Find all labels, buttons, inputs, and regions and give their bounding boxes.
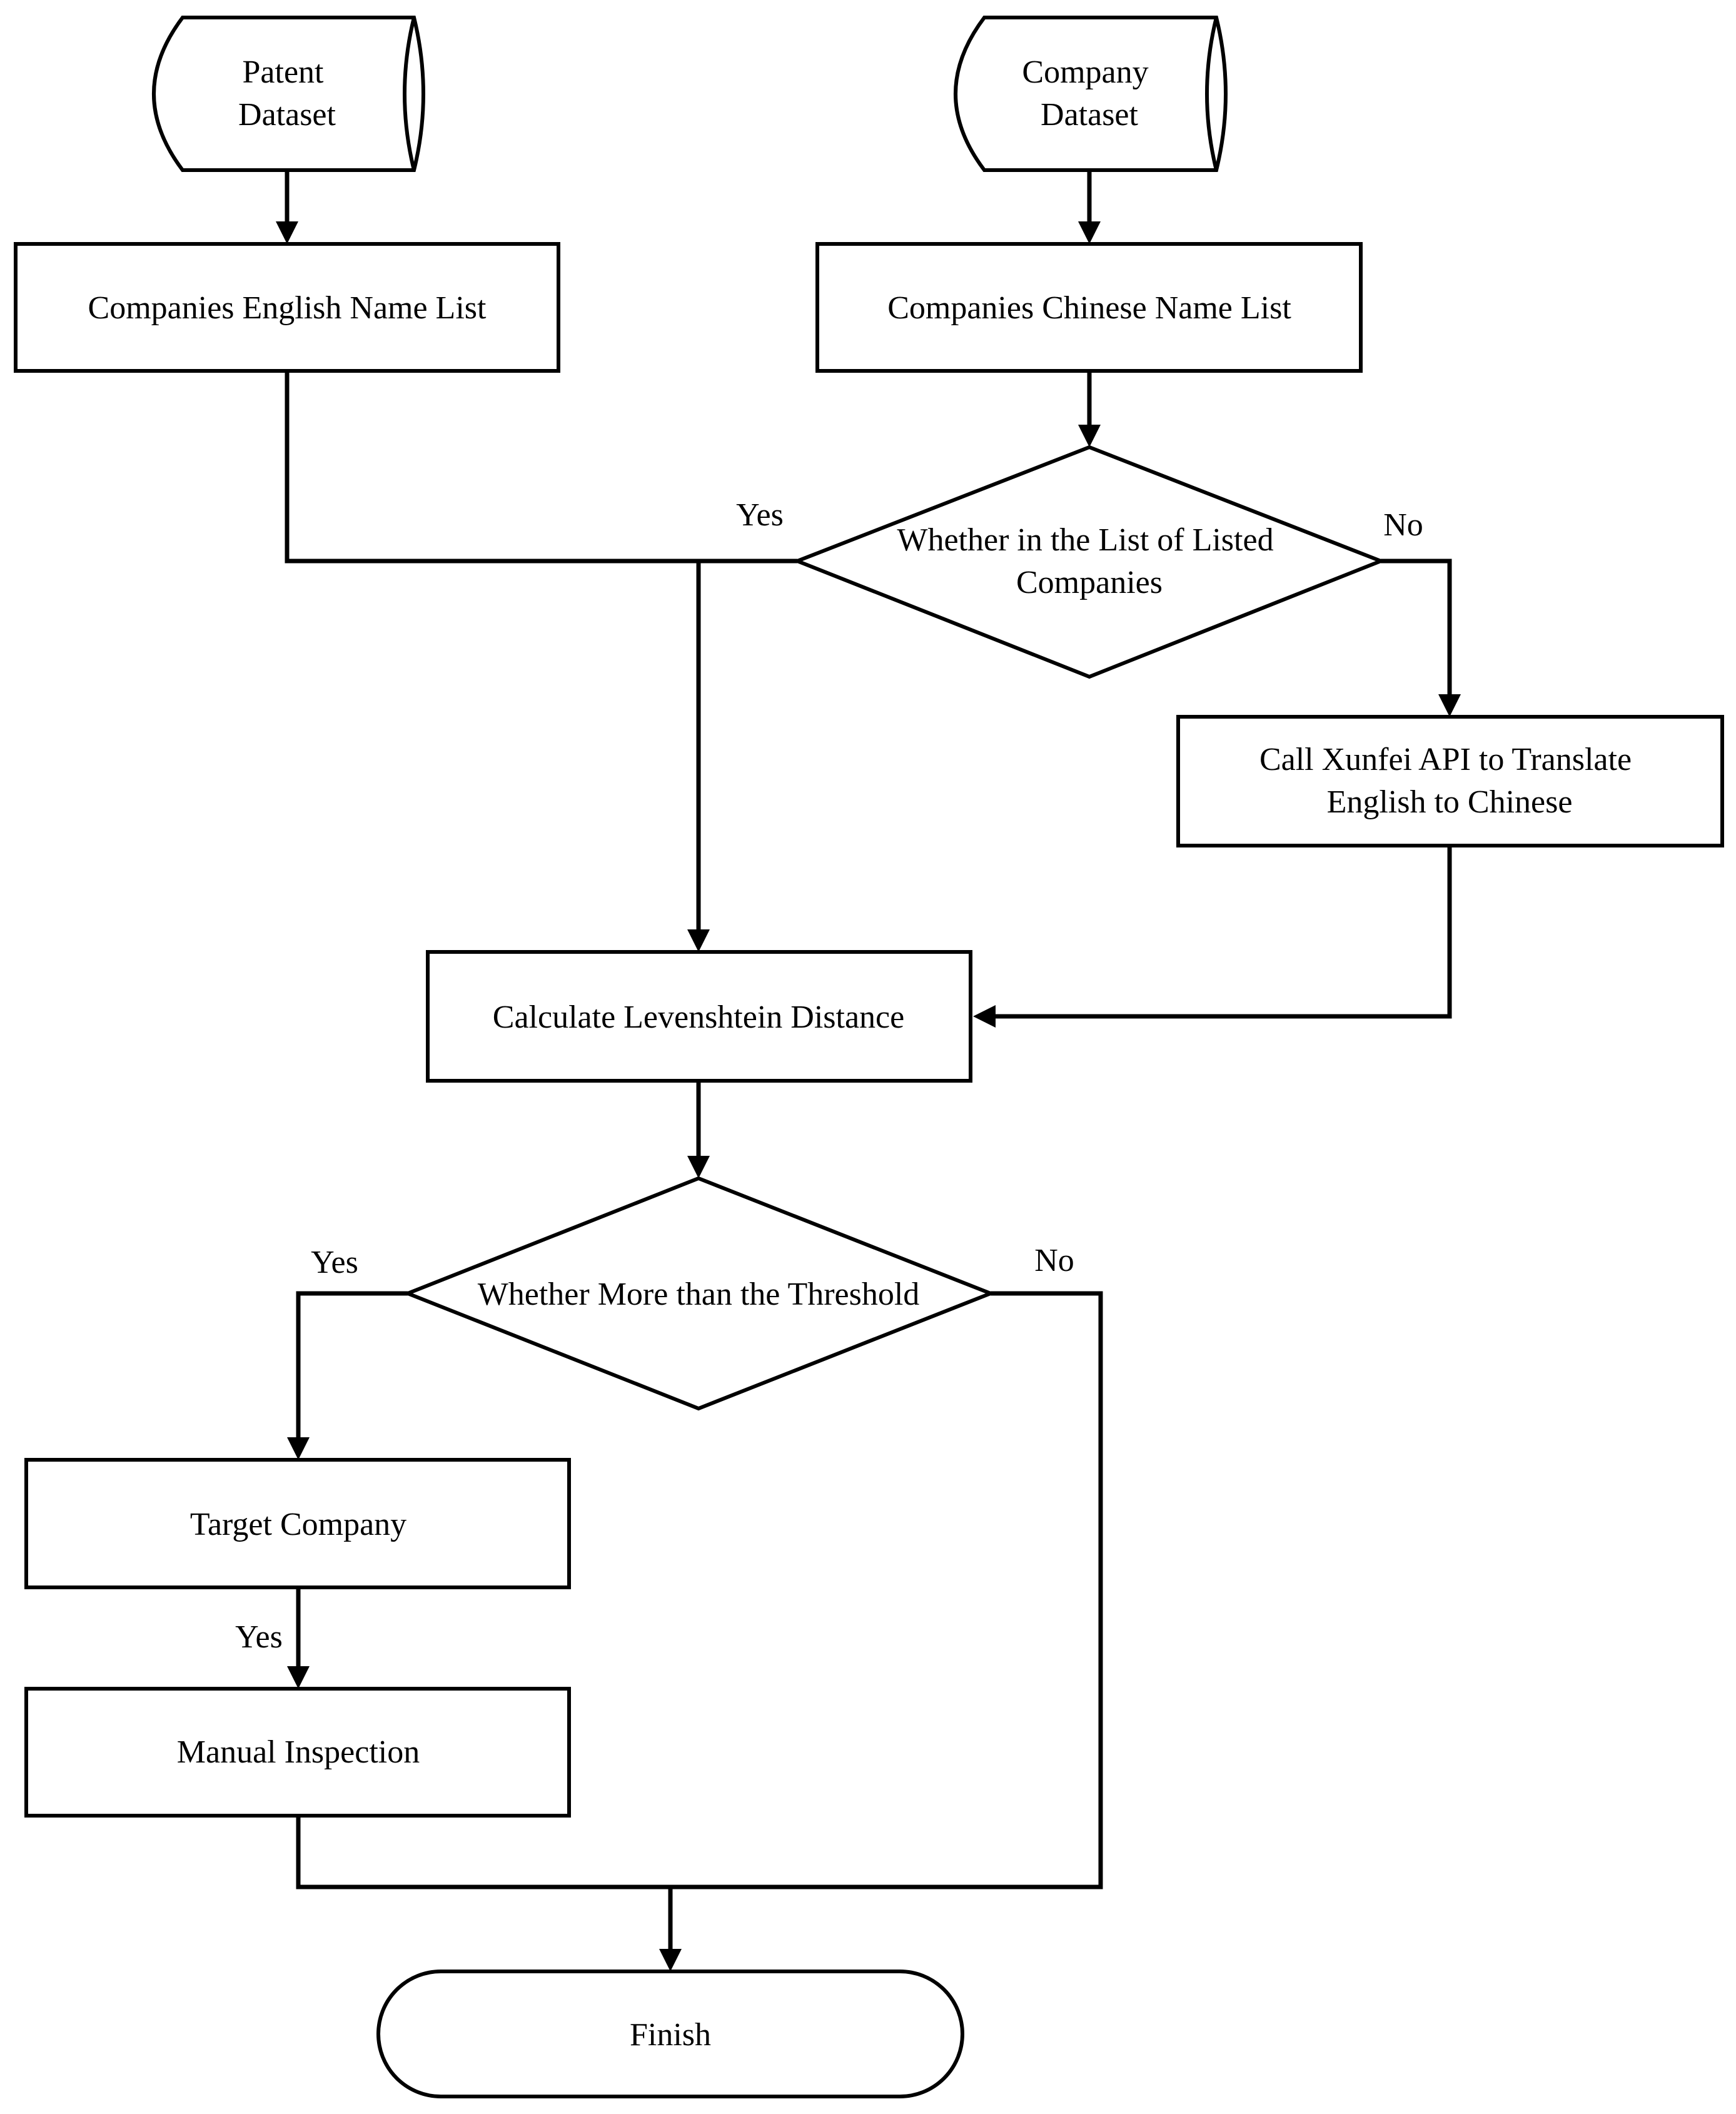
chinese-name-list-node: Companies Chinese Name List: [815, 242, 1363, 373]
process-box: [24, 1687, 571, 1818]
edge-decision-no-to-translate: [1381, 559, 1452, 697]
edge-labels: Yes No Yes No Yes: [235, 497, 1423, 1655]
levenshtein-node: Calculate Levenshtein Distance: [426, 950, 972, 1083]
node-text-line: Companies Chinese Name List: [887, 290, 1291, 326]
node-text-line: Calculate Levenshtein Distance: [493, 999, 904, 1035]
threshold-decision-label: Whether More than the Threshold: [478, 1277, 920, 1312]
process-box: [815, 242, 1363, 373]
arrowhead: [1438, 694, 1461, 717]
edge-label-listed-no: No: [1383, 507, 1423, 543]
edge-translate-to-levenshtein: [993, 846, 1452, 1019]
process-box: [1176, 715, 1724, 847]
patent-dataset-node: Patent Dataset: [152, 16, 425, 172]
database-shape: [152, 16, 425, 172]
node-text-line: Dataset: [1041, 97, 1138, 133]
english-name-list-label: Companies English Name List: [88, 290, 487, 326]
edge-threshold-yes-to-target: [296, 1291, 408, 1440]
node-text-line: Dataset: [238, 97, 336, 133]
arrowhead: [287, 1666, 310, 1689]
terminator-shape: [376, 1970, 964, 2098]
node-text-line: Companies English Name List: [88, 290, 487, 326]
decision-diamond: [402, 1176, 996, 1411]
chinese-name-list-label: Companies Chinese Name List: [887, 290, 1291, 326]
connectors: [276, 170, 1461, 1971]
finish-label: Finish: [630, 2017, 711, 2053]
edge-threshold-no-to-merge: [670, 1291, 1103, 1889]
threshold-decision-node: Whether More than the Threshold: [402, 1176, 996, 1411]
node-text-line: Manual Inspection: [177, 1734, 420, 1770]
translate-label: Call Xunfei API to Translate English to …: [1259, 742, 1640, 820]
arrowhead: [276, 221, 298, 244]
manual-inspection-node: Manual Inspection: [24, 1687, 571, 1818]
target-company-node: Target Company: [24, 1458, 571, 1589]
database-shape: [954, 16, 1228, 172]
arrowhead: [659, 1949, 682, 1971]
node-text-line: Whether More than the Threshold: [478, 1277, 920, 1312]
arrowhead: [687, 1156, 710, 1178]
edge-manual-to-merge: [296, 1816, 670, 1889]
node-text-line: Call Xunfei API to Translate: [1259, 742, 1632, 777]
edge-label-threshold-no: No: [1034, 1243, 1074, 1278]
arrowhead: [287, 1437, 310, 1460]
database-shape-side: [1205, 17, 1218, 171]
process-box: [426, 950, 972, 1083]
process-box: [14, 242, 560, 373]
listed-companies-decision-node: Whether in the List of Listed Companies: [792, 445, 1386, 679]
edge-label-listed-yes: Yes: [736, 497, 784, 533]
node-text-line: English to Chinese: [1327, 784, 1573, 820]
node-text-line: Company: [1022, 54, 1148, 90]
edge-label-threshold-yes: Yes: [311, 1245, 358, 1280]
company-dataset-label: Company Dataset: [1022, 54, 1156, 133]
arrowhead: [687, 929, 710, 952]
decision-diamond: [792, 445, 1386, 679]
node-text-line: Finish: [630, 2017, 711, 2053]
levenshtein-label: Calculate Levenshtein Distance: [493, 999, 904, 1035]
edge-english-to-junction: [285, 371, 699, 564]
arrowhead: [973, 1005, 996, 1028]
arrowhead: [1078, 221, 1101, 244]
patent-dataset-label: Patent Dataset: [238, 54, 336, 133]
database-shape-side: [403, 17, 416, 171]
node-text-line: Companies: [1016, 565, 1163, 600]
arrowhead: [1078, 425, 1101, 447]
process-box: [24, 1458, 571, 1589]
edge-label-target-yes: Yes: [235, 1619, 283, 1655]
node-text-line: Target Company: [190, 1507, 406, 1542]
manual-inspection-label: Manual Inspection: [177, 1734, 420, 1770]
target-company-label: Target Company: [190, 1507, 406, 1542]
company-dataset-node: Company Dataset: [954, 16, 1228, 172]
english-name-list-node: Companies English Name List: [14, 242, 560, 373]
finish-node: Finish: [376, 1970, 964, 2098]
node-text-line: Whether in the List of Listed: [897, 522, 1273, 558]
listed-companies-decision-label: Whether in the List of Listed Companies: [897, 522, 1281, 600]
translate-node: Call Xunfei API to Translate English to …: [1176, 715, 1724, 847]
edge-decision-yes-to-levenshtein: [696, 559, 797, 932]
node-text-line: Patent: [243, 54, 325, 90]
